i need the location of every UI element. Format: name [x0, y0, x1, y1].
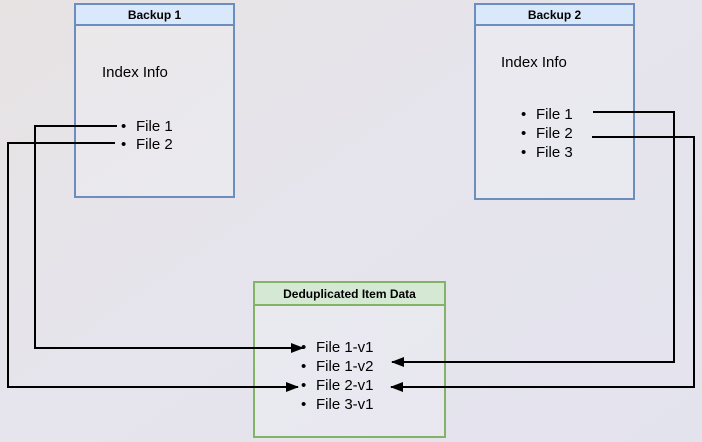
bullet-icon: •	[301, 339, 307, 356]
backup2-title: Backup 2	[527, 7, 582, 22]
dedup-file3v1-label: File 3-v1	[316, 396, 374, 413]
dedup-file-list: • File 1-v1 • File 1-v2 • File 2-v1 • Fi…	[301, 338, 374, 414]
backup1-box: Backup 1	[74, 3, 235, 198]
dedup-title: Deduplicated Item Data	[283, 286, 416, 301]
backup1-file2-label: File 2	[136, 135, 173, 153]
backup2-header: Backup 2	[476, 5, 633, 26]
backup1-file-list: • File 1 • File 2	[121, 117, 173, 153]
dedup-header: Deduplicated Item Data	[255, 283, 444, 306]
dedup-file1v1-label: File 1-v1	[316, 339, 374, 356]
backup1-title: Backup 1	[127, 7, 182, 22]
backup2-file1-label: File 1	[536, 106, 573, 123]
bullet-icon: •	[521, 125, 527, 142]
backup2-file-list: • File 1 • File 2 • File 3	[521, 105, 573, 162]
backup2-file3-item: • File 3	[521, 143, 573, 162]
bullet-icon: •	[301, 377, 307, 394]
backup2-file2-item: • File 2	[521, 124, 573, 143]
backup1-file1-item: • File 1	[121, 117, 173, 135]
backup1-file2-item: • File 2	[121, 135, 173, 153]
backup2-file1-item: • File 1	[521, 105, 573, 124]
bullet-icon: •	[301, 396, 307, 413]
backup1-index-info-label: Index Info	[102, 64, 168, 81]
dedup-file1v1-item: • File 1-v1	[301, 338, 374, 357]
backup1-file1-label: File 1	[136, 117, 173, 135]
backup2-box: Backup 2	[474, 3, 635, 200]
bullet-icon: •	[301, 358, 307, 375]
bullet-icon: •	[521, 144, 527, 161]
dedup-file3v1-item: • File 3-v1	[301, 395, 374, 414]
backup2-index-info-label: Index Info	[501, 54, 567, 71]
backup1-header: Backup 1	[76, 5, 233, 26]
bullet-icon: •	[521, 106, 527, 123]
dedup-file2v1-item: • File 2-v1	[301, 376, 374, 395]
bullet-icon: •	[121, 117, 127, 135]
dedup-file2v1-label: File 2-v1	[316, 377, 374, 394]
backup2-file2-label: File 2	[536, 125, 573, 142]
dedup-file1v2-label: File 1-v2	[316, 358, 374, 375]
dedup-file1v2-item: • File 1-v2	[301, 357, 374, 376]
bullet-icon: •	[121, 135, 127, 153]
backup2-file3-label: File 3	[536, 144, 573, 161]
